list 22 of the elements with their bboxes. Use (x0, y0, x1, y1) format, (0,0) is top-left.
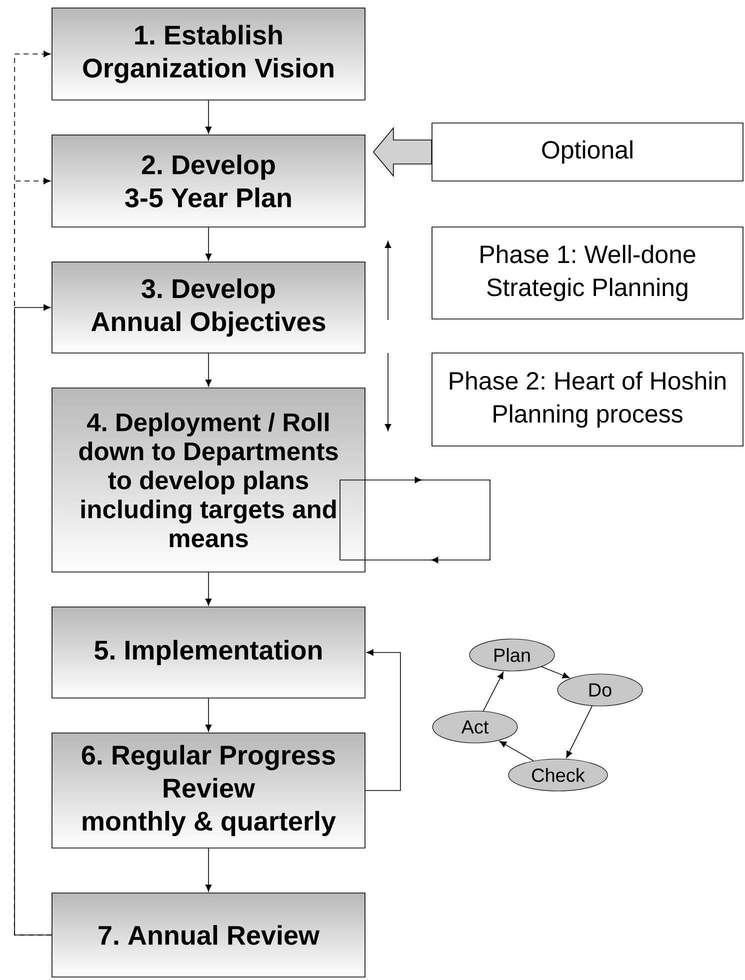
arrow (205, 698, 212, 732)
arrow (499, 740, 534, 762)
arrow (205, 572, 212, 606)
arrow (205, 100, 212, 134)
arrow (205, 227, 212, 261)
arrow (566, 706, 592, 758)
note-box: Optional (432, 122, 744, 182)
process-box: 6. Regular Progress Review monthly & quarterly (52, 732, 366, 848)
arrow (14, 304, 52, 936)
arrow (205, 353, 212, 387)
process-box: 7. Annual Review (52, 892, 366, 978)
arrow (541, 666, 570, 678)
process-box: 1. Establish Organization Vision (52, 8, 366, 100)
note-box: Phase 1: Well-done Strategic Planning (432, 226, 744, 320)
process-box: 3. Develop Annual Objectives (52, 262, 366, 354)
arrow (365, 649, 401, 791)
process-box: 2. Develop 3-5 Year Plan (52, 134, 366, 228)
note-box: Phase 2: Heart of Hoshin Planning process (432, 352, 744, 446)
arrow (205, 848, 212, 892)
process-box: 5. Implementation (52, 606, 366, 698)
process-box: 4. Deployment / Roll down to Departments to develop plans including targets and means (52, 388, 366, 572)
arrow (482, 672, 504, 712)
